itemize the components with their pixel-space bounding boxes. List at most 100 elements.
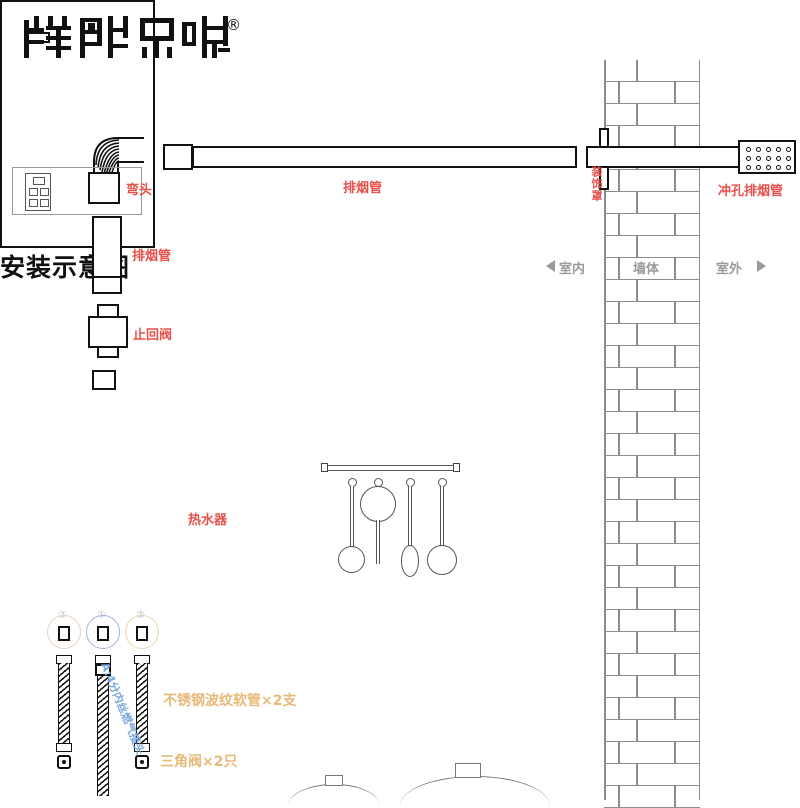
gas-connector-fitting — [95, 664, 111, 676]
brick-joint — [618, 522, 620, 544]
brick-joint — [618, 566, 620, 588]
brick-row — [604, 786, 700, 808]
brick-joint — [674, 566, 676, 588]
brick-joint — [636, 192, 638, 214]
water-heater — [0, 0, 155, 248]
pan-body — [360, 486, 396, 522]
brick-joint — [618, 82, 620, 104]
perforated-outlet — [738, 140, 796, 174]
brick-joint — [636, 764, 638, 786]
label-decorative-cover: 装饰罩 — [590, 166, 603, 202]
brick-joint — [674, 610, 676, 632]
brick-row — [604, 720, 700, 742]
elbow-lower-socket — [88, 172, 120, 204]
port-left — [58, 626, 70, 641]
brick-joint — [674, 478, 676, 500]
brick-joint — [636, 456, 638, 478]
label-wall-body: 墙体 — [633, 262, 660, 277]
brick-row — [604, 764, 700, 786]
label-flue-pipe-horizontal: 排烟管 — [343, 181, 383, 196]
brick-joint — [618, 786, 620, 808]
brick-row — [604, 478, 700, 500]
pot-lid-large-knob — [455, 763, 481, 778]
brick-joint — [636, 500, 638, 522]
brick-joint — [618, 302, 620, 324]
brick-joint — [618, 478, 620, 500]
brick-joint — [636, 720, 638, 742]
brick-joint — [636, 632, 638, 654]
brick-row — [604, 676, 700, 698]
port-center — [97, 626, 109, 641]
brick-joint — [674, 522, 676, 544]
heater-control-panel — [12, 167, 142, 215]
brick-joint — [618, 258, 620, 280]
vent-hole — [746, 165, 751, 170]
brick-joint — [636, 412, 638, 434]
brick-row — [604, 368, 700, 390]
brick-row — [604, 302, 700, 324]
brick-row — [604, 126, 700, 148]
vent-hole — [766, 165, 771, 170]
brick-row — [604, 60, 700, 82]
indoor-arrow-icon — [546, 260, 555, 272]
brick-joint — [636, 588, 638, 610]
angle-valve-left — [57, 755, 71, 769]
utensil-rail — [325, 465, 455, 471]
heater-brand-badge — [24, 32, 50, 43]
logo-mark — [24, 16, 230, 58]
display-key[interactable] — [33, 177, 45, 185]
brick-row — [604, 324, 700, 346]
gas-hose-center — [97, 676, 109, 796]
vent-hole — [776, 147, 781, 152]
rail-end-right — [453, 463, 460, 472]
brick-row — [604, 588, 700, 610]
brick-row — [604, 654, 700, 676]
brick-joint — [636, 104, 638, 126]
strainer-bowl — [427, 545, 457, 575]
temp-down-key[interactable] — [29, 199, 38, 207]
brick-joint — [618, 610, 620, 632]
vent-hole — [786, 156, 791, 161]
heater-keypad — [25, 173, 51, 211]
pot-lid-small — [288, 784, 380, 806]
brick-row — [604, 522, 700, 544]
brick-joint — [618, 654, 620, 676]
vent-hole — [746, 147, 751, 152]
label-water-heater: 热水器 — [188, 513, 228, 528]
utensil-handle-3 — [408, 486, 412, 548]
brick-joint — [674, 434, 676, 456]
label-flue-pipe-vertical: 排烟管 — [132, 249, 172, 264]
label-corrugated-hose: 不锈钢波纹软管×2支 — [163, 693, 297, 709]
brick-row — [604, 258, 700, 280]
brick-row — [604, 610, 700, 632]
check-valve-body — [88, 316, 128, 348]
mode-key[interactable] — [40, 199, 49, 207]
brick-joint — [636, 280, 638, 302]
brick-joint — [674, 742, 676, 764]
vent-hole — [756, 165, 761, 170]
port-highlight-left — [47, 615, 81, 649]
flue-pipe-horizontal — [192, 146, 577, 168]
vent-hole — [786, 165, 791, 170]
corrugated-hose-left — [58, 663, 70, 745]
power-key[interactable] — [40, 188, 49, 196]
vent-hole — [756, 147, 761, 152]
brick-row — [604, 742, 700, 764]
vent-hole — [756, 156, 761, 161]
corrugated-hose-right — [136, 663, 148, 745]
brick-joint — [618, 126, 620, 148]
brick-row — [604, 346, 700, 368]
brick-joint — [674, 258, 676, 280]
vent-hole — [766, 156, 771, 161]
utensil-handle-4 — [440, 486, 444, 548]
utensil-handle-1 — [350, 486, 354, 549]
brick-joint — [636, 676, 638, 698]
flue-pipe-vertical-joint — [92, 276, 122, 294]
brick-joint — [618, 698, 620, 720]
temp-up-key[interactable] — [29, 188, 38, 196]
vent-hole — [776, 156, 781, 161]
brick-joint — [636, 544, 638, 566]
ladle-bowl — [338, 546, 365, 573]
brick-row — [604, 192, 700, 214]
outdoor-arrow-icon — [757, 260, 766, 272]
